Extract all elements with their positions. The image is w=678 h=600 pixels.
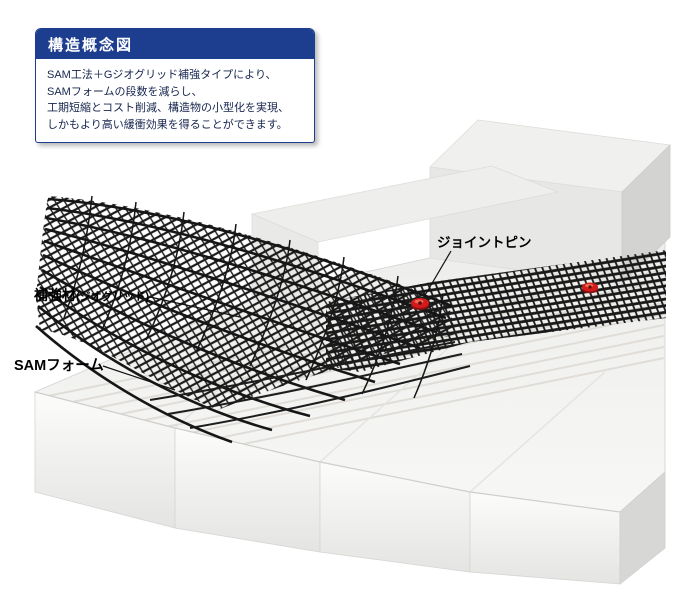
info-box-title: 構造概念図 bbox=[36, 29, 314, 59]
sam-foam-leader-line bbox=[102, 365, 176, 391]
joint-pin-leader-line bbox=[423, 250, 452, 298]
foam-front-edge bbox=[34, 391, 621, 513]
reinforcement-leader-line bbox=[149, 296, 241, 318]
info-box-body: SAM工法＋Gジオグリッド補強タイプにより、 SAMフォームの段数を減らし、 工… bbox=[36, 59, 314, 142]
joint-pin-2 bbox=[581, 282, 599, 294]
joint-pin-1 bbox=[411, 298, 429, 310]
info-box: 構造概念図 SAM工法＋Gジオグリッド補強タイプにより、 SAMフォームの段数を… bbox=[35, 28, 315, 143]
drape-tail-strips bbox=[149, 341, 471, 429]
reinforcement-label-main: 補強材 bbox=[33, 287, 76, 303]
description-line-3: 工期短縮とコスト削減、構造物の小型化を実現、 bbox=[47, 102, 289, 114]
drape-cross-strips bbox=[63, 195, 444, 399]
sam-foam-label: SAMフォーム bbox=[14, 358, 104, 374]
description-line-4: しかもより高い緩衝効果を得ることができます。 bbox=[47, 118, 288, 131]
description-line-2: SAMフォームの段数を減らし、 bbox=[47, 85, 203, 98]
geogrid-drape bbox=[35, 195, 471, 444]
reinforcement-label-sub: (ジオグリッド) bbox=[76, 289, 149, 303]
reinforcement-label: 補強材(ジオグリッド) bbox=[33, 287, 149, 303]
joint-pin-label: ジョイントピン bbox=[437, 235, 532, 250]
description-line-1: SAM工法＋Gジオグリッド補強タイプにより、 bbox=[47, 69, 277, 81]
foam-right-face bbox=[619, 471, 666, 585]
